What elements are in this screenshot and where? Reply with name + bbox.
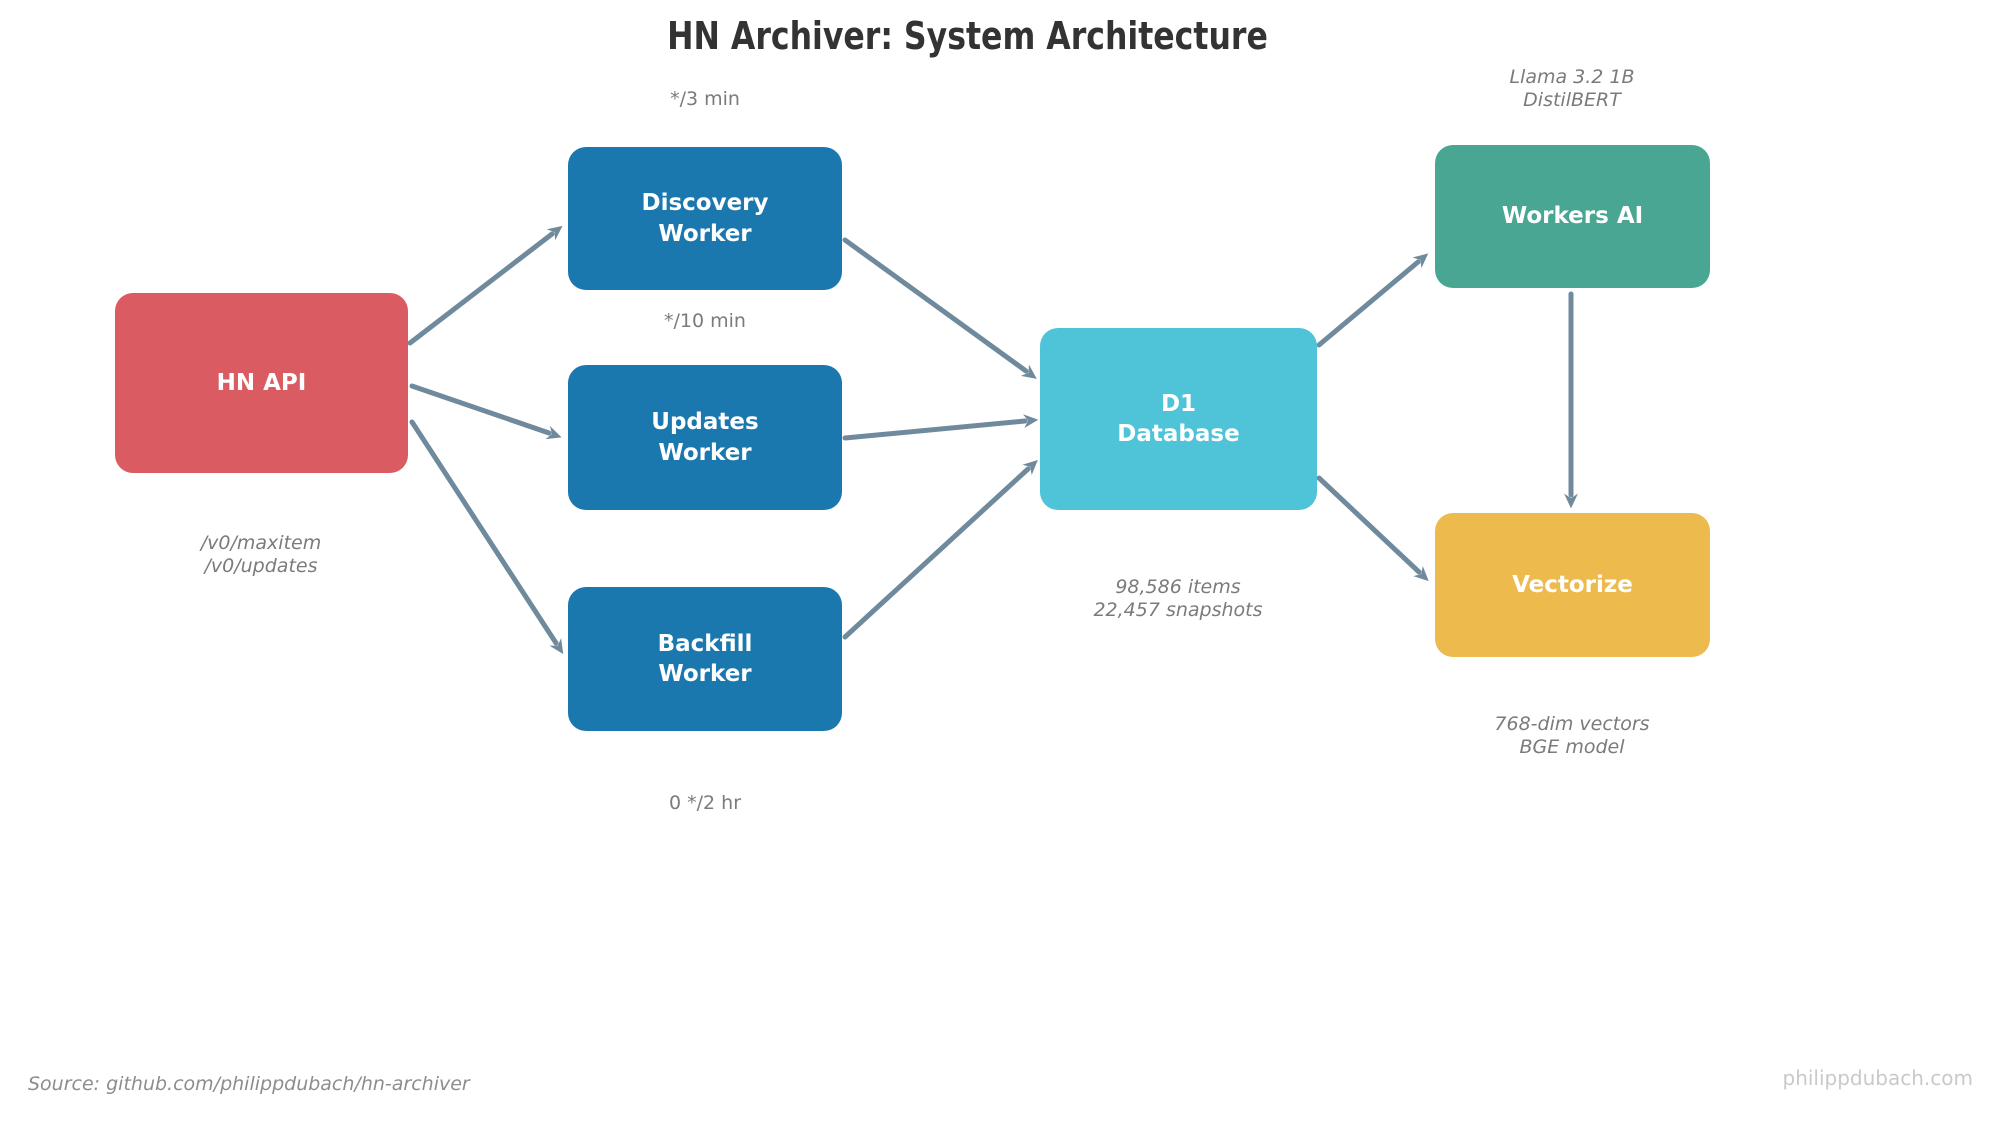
arrow-updates-worker-to-d1-database [842, 414, 1039, 441]
node-backfill-worker: Backfill Worker [568, 587, 842, 731]
arrow-backfill-worker-to-d1-database [842, 459, 1038, 640]
node-backfill-worker-label: Backfill Worker [657, 630, 753, 687]
footer-credit-text: philippdubach.com [1782, 1066, 1974, 1090]
arrow-d1-database-to-vectorize [1316, 475, 1429, 582]
arrow-discovery-worker-to-d1-database [842, 237, 1037, 379]
node-vectorize: Vectorize [1435, 513, 1710, 657]
node-d1-database: D1 Database [1040, 328, 1317, 510]
node-vectorize-label: Vectorize [1512, 571, 1633, 598]
arrow-hn-api-to-discovery-worker [407, 225, 563, 346]
node-hn-api: HN API [115, 293, 408, 473]
annotation-d1-stats: 98,586 items 22,457 snapshots [1093, 576, 1263, 622]
annotation-workers-ai-models: Llama 3.2 1B DistilBERT [1509, 66, 1635, 112]
annotation-backfill-schedule: 0 */2 hr [668, 792, 742, 814]
node-updates-worker: Updates Worker [568, 365, 842, 510]
node-discovery-worker: Discovery Worker [568, 147, 842, 290]
annotation-discovery-schedule: */3 min [670, 88, 740, 110]
arrow-hn-api-to-backfill-worker [409, 419, 564, 655]
arrow-d1-database-to-workers-ai [1316, 253, 1429, 348]
node-updates-worker-label: Updates Worker [651, 409, 759, 466]
annotation-vectorize-details: 768-dim vectors BGE model [1494, 713, 1650, 759]
node-workers-ai: Workers AI [1435, 145, 1710, 288]
node-discovery-worker-label: Discovery Worker [641, 190, 769, 247]
footer-source-text: Source: github.com/philippdubach/hn-arch… [28, 1073, 470, 1095]
annotation-hn-api-endpoints: /v0/maxitem /v0/updates [200, 532, 322, 578]
node-d1-database-label: D1 Database [1117, 390, 1240, 447]
arrow-hn-api-to-updates-worker [409, 383, 562, 440]
node-hn-api-label: HN API [216, 369, 307, 396]
node-workers-ai-label: Workers AI [1501, 203, 1644, 230]
annotation-updates-schedule: */10 min [664, 310, 746, 332]
diagram-title: HN Archiver: System Architecture [667, 14, 1268, 58]
